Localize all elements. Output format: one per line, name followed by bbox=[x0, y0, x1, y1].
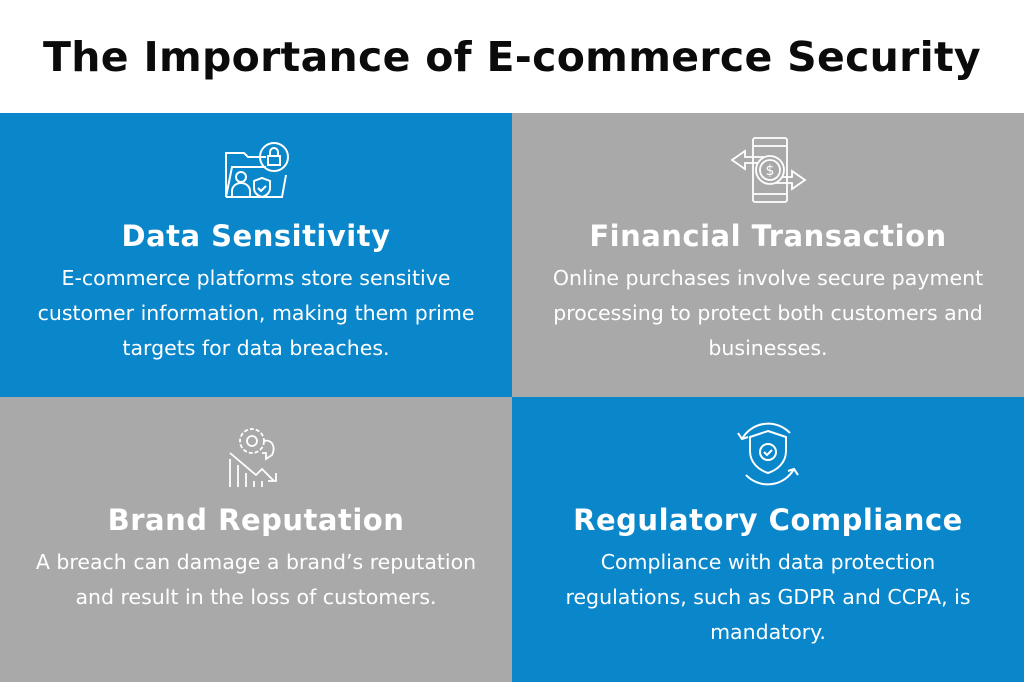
card-data-sensitivity: Data Sensitivity E-commerce platforms st… bbox=[0, 113, 512, 397]
cards-grid: Data Sensitivity E-commerce platforms st… bbox=[0, 113, 1024, 682]
svg-text:$: $ bbox=[766, 163, 775, 179]
card-text: Online purchases involve secure payment … bbox=[552, 266, 984, 360]
card-text: Compliance with data protection regulati… bbox=[565, 550, 971, 644]
card-heading: Financial Transaction bbox=[589, 219, 947, 253]
card-heading: Brand Reputation bbox=[107, 503, 405, 537]
card-brand-reputation: Brand Reputation A breach can damage a b… bbox=[0, 397, 512, 682]
header: The Importance of E-commerce Security bbox=[0, 0, 1024, 113]
page-title: The Importance of E-commerce Security bbox=[43, 32, 981, 81]
card-financial-transaction: $ Financial Transaction Online purchases… bbox=[512, 113, 1024, 397]
card-heading: Regulatory Compliance bbox=[573, 503, 963, 537]
folder-user-lock-shield-icon bbox=[225, 142, 289, 199]
card-regulatory-compliance: Regulatory Compliance Compliance with da… bbox=[512, 397, 1024, 682]
card-text: A breach can damage a brand’s reputation… bbox=[35, 550, 477, 609]
card-text: E-commerce platforms store sensitive cus… bbox=[37, 266, 475, 360]
declining-chart-gear-icon bbox=[229, 428, 277, 487]
money-transfer-phone-icon: $ bbox=[730, 137, 807, 203]
shield-check-cycle-icon bbox=[737, 422, 799, 486]
card-heading: Data Sensitivity bbox=[121, 219, 391, 253]
